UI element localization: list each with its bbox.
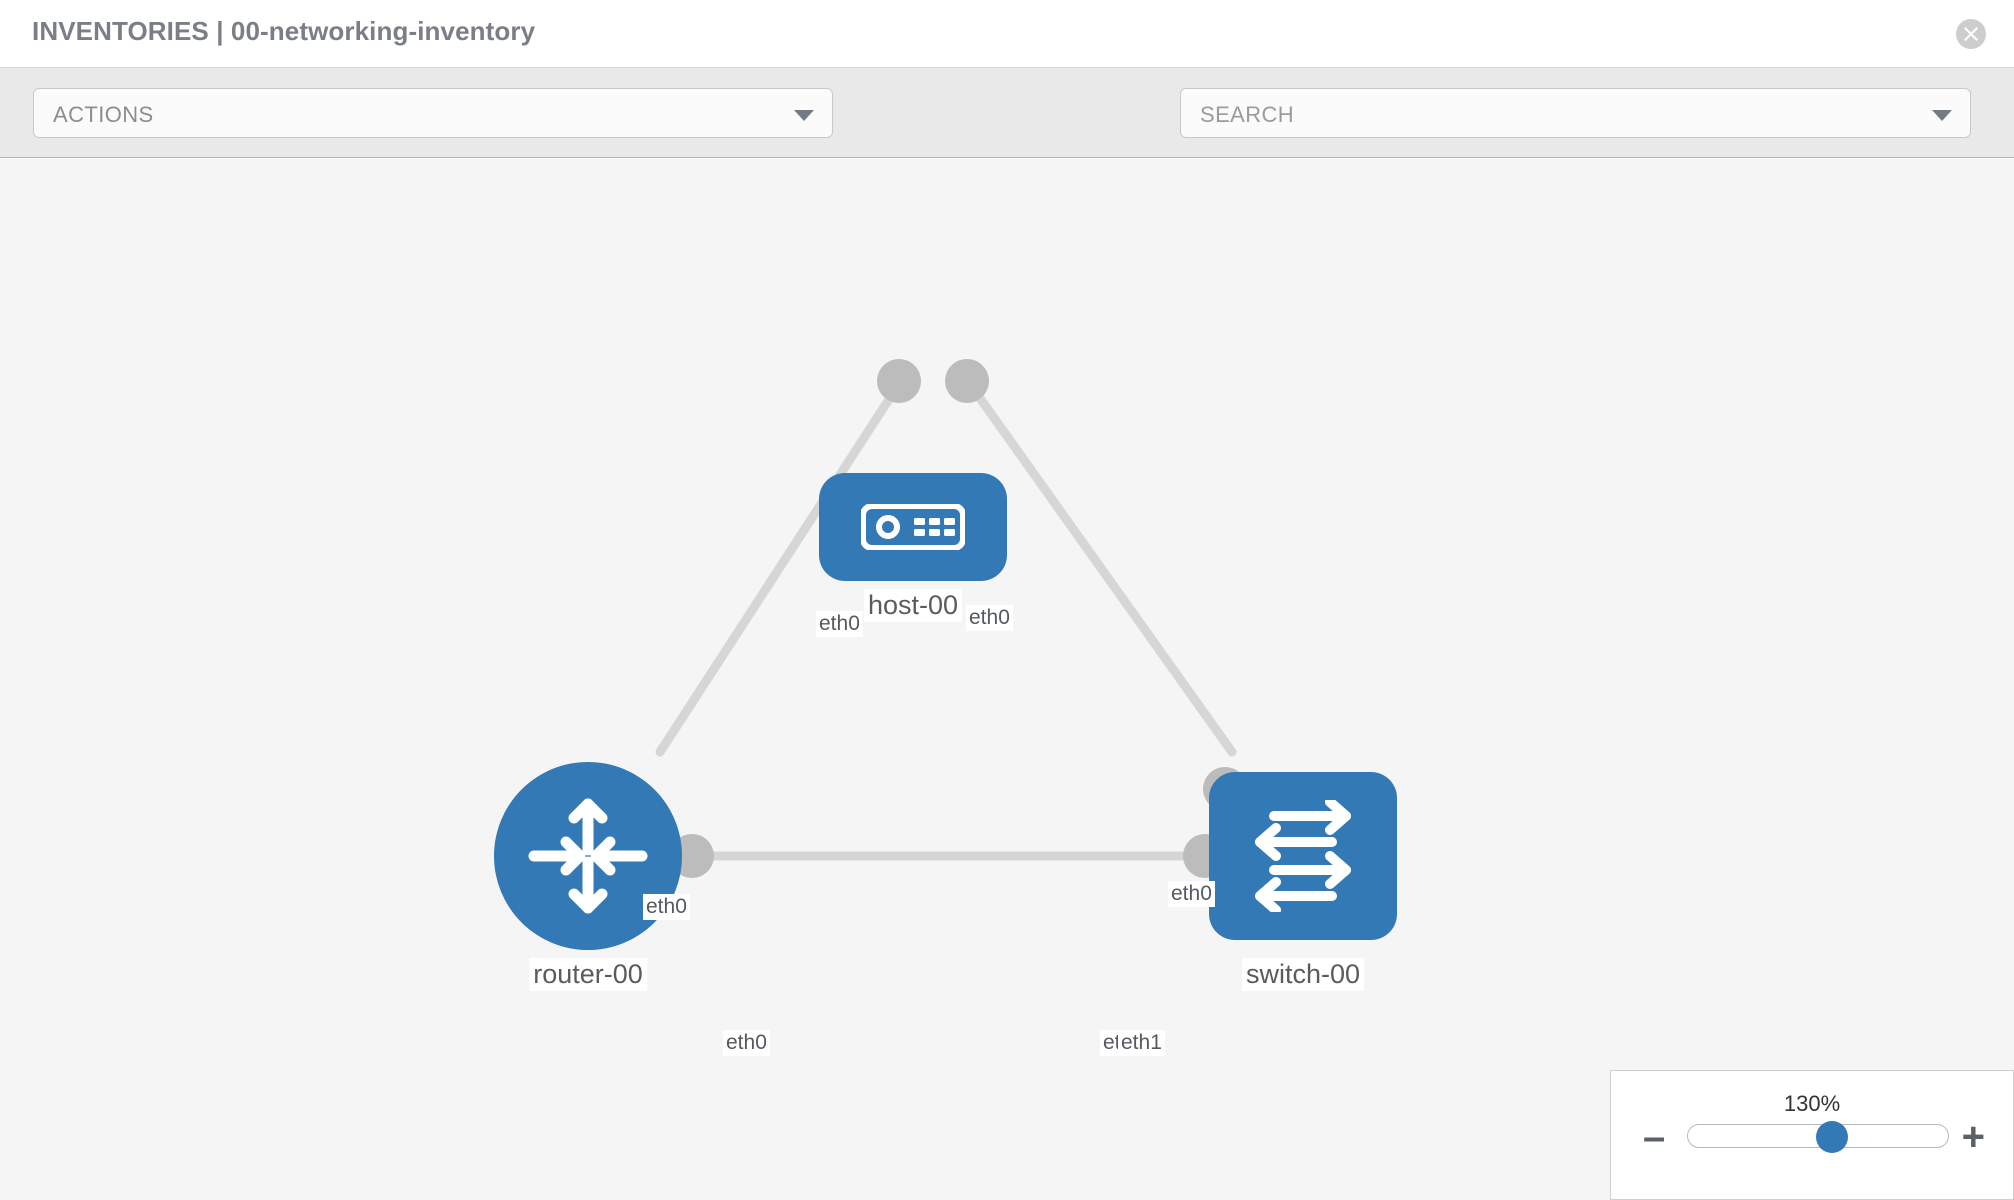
zoom-slider-handle[interactable] <box>1816 1121 1849 1153</box>
actions-dropdown-label: ACTIONS <box>53 102 154 127</box>
router-arrows-icon <box>528 798 648 914</box>
switch-arrows-icon <box>1255 800 1351 912</box>
iface-label-host-right: eth0 <box>966 605 1013 631</box>
node-host-00[interactable]: host-00 <box>819 473 1007 622</box>
topology-canvas[interactable]: host-00 <box>0 159 2014 1200</box>
node-switch-00-label: switch-00 <box>1241 958 1365 991</box>
node-host-00-label: host-00 <box>863 589 963 622</box>
iface-label-host-left: eth0 <box>816 611 863 637</box>
node-host-00-shape <box>819 473 1007 581</box>
search-placeholder: SEARCH <box>1200 102 1295 127</box>
topology-links <box>655 382 1237 861</box>
node-switch-00-shape <box>1209 772 1397 940</box>
toolbar: ACTIONS SEARCH <box>0 68 2014 195</box>
zoom-in-button[interactable]: + <box>1961 1115 1985 1159</box>
iface-label-router-up: eth0 <box>643 894 690 920</box>
node-router-00-shape <box>494 762 682 950</box>
server-device-icon <box>861 504 965 550</box>
node-switch-00[interactable]: switch-00 <box>1209 772 1397 991</box>
node-router-00[interactable]: router-00 <box>494 762 682 991</box>
iface-label-switch-left: eth1 <box>1118 1030 1165 1056</box>
close-button[interactable] <box>1956 19 1986 49</box>
node-router-00-label: router-00 <box>529 958 647 991</box>
connector-nub-host-right <box>945 359 989 403</box>
page-header: INVENTORIES | 00-networking-inventory <box>0 0 2014 68</box>
iface-label-switch-up: eth0 <box>1168 881 1215 907</box>
search-input[interactable]: SEARCH <box>1180 88 1971 138</box>
close-icon <box>1964 27 1978 41</box>
chevron-down-icon <box>794 110 814 121</box>
zoom-level-value: 130% <box>1783 1091 1841 1116</box>
chevron-down-icon <box>1932 110 1952 121</box>
actions-dropdown[interactable]: ACTIONS <box>33 88 833 138</box>
link-host-router[interactable] <box>655 382 902 757</box>
page-title: INVENTORIES | 00-networking-inventory <box>32 16 536 46</box>
zoom-control: 130% – + <box>1610 1070 2014 1200</box>
link-host-switch[interactable] <box>967 382 1237 757</box>
iface-label-router-right: eth0 <box>723 1030 770 1056</box>
connector-nub-host-left <box>877 359 921 403</box>
zoom-out-button[interactable]: – <box>1643 1115 1666 1159</box>
zoom-slider-track[interactable] <box>1687 1121 1949 1153</box>
topology-graph: host-00 <box>0 159 2014 1200</box>
